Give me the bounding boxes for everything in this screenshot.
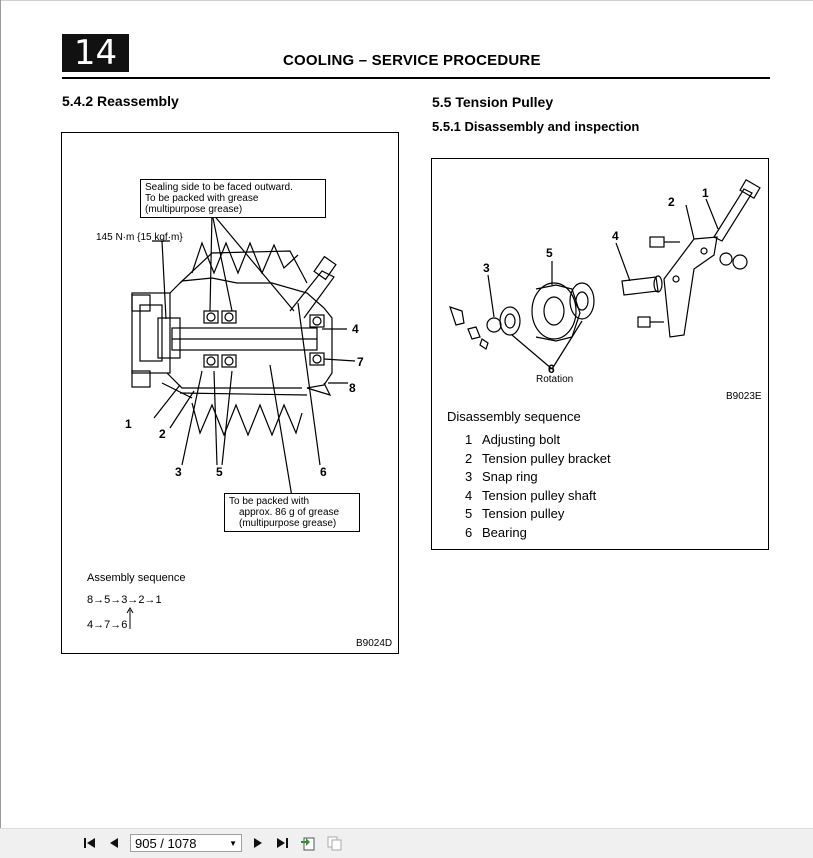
list-item: 1 Adjusting bolt <box>465 431 611 450</box>
fit-width-icon[interactable] <box>326 835 342 851</box>
part-number-7: 7 <box>357 355 364 369</box>
tension-pulley-figure: 1 2 3 4 5 6 Rotation B9023E Disassembly … <box>431 158 769 550</box>
part-number-4: 4 <box>352 322 359 336</box>
grease-callout: To be packed with approx. 86 g of grease… <box>224 493 360 532</box>
pulley-part-number-3: 3 <box>483 261 490 275</box>
item-number: 2 <box>465 450 473 466</box>
callout-line: To be packed with grease <box>145 193 259 204</box>
water-pump-drawing <box>131 212 356 498</box>
callout-line: Sealing side to be faced outward. <box>145 182 293 193</box>
sealing-callout: Sealing side to be faced outward. To be … <box>140 179 326 218</box>
sequence-arrow-up <box>126 607 134 629</box>
item-number: 1 <box>465 432 473 447</box>
item-label: Tension pulley bracket <box>482 450 611 466</box>
list-item: 5 Tension pulley <box>465 505 611 524</box>
assembly-sequence-line1: 8→5→3→2→1 <box>87 594 162 606</box>
callout-line: To be packed with <box>229 496 310 507</box>
page-number-value: 905 / 1078 <box>135 836 197 851</box>
section-heading-tension-pulley: 5.5 Tension Pulley <box>432 94 554 110</box>
item-label: Tension pulley shaft <box>482 487 597 503</box>
rotation-label: Rotation <box>536 374 574 385</box>
reassembly-figure: Sealing side to be faced outward. To be … <box>61 132 399 654</box>
chevron-down-icon: ▼ <box>229 839 237 848</box>
part-number-8: 8 <box>349 381 356 395</box>
part-number-3: 3 <box>175 465 182 479</box>
fit-page-icon[interactable] <box>300 835 316 851</box>
item-number: 6 <box>465 524 473 540</box>
item-number: 5 <box>465 506 473 521</box>
item-label: Bearing <box>482 524 527 540</box>
item-label: Snap ring <box>482 469 538 484</box>
part-number-1: 1 <box>125 417 132 431</box>
page-title: COOLING – SERVICE PROCEDURE <box>283 52 541 69</box>
assembly-sequence-line2: 4→7→6 <box>87 619 128 631</box>
prev-page-icon[interactable] <box>106 835 122 851</box>
pdf-navigation-toolbar: 905 / 1078 ▼ <box>0 828 813 858</box>
list-item: 3 Snap ring <box>465 468 611 487</box>
pulley-part-number-5: 5 <box>546 246 553 260</box>
page-number-select[interactable]: 905 / 1078 ▼ <box>130 834 242 852</box>
subsection-heading-disassembly: 5.5.1 Disassembly and inspection <box>432 119 640 134</box>
disassembly-sequence-title: Disassembly sequence <box>447 409 581 424</box>
next-page-icon[interactable] <box>250 835 266 851</box>
callout-line: approx. 86 g of grease <box>239 507 340 518</box>
part-number-5: 5 <box>216 465 223 479</box>
assembly-sequence-title: Assembly sequence <box>87 572 186 584</box>
callout-line: (multipurpose grease) <box>239 518 337 529</box>
chapter-number-box: 14 <box>62 34 129 72</box>
last-page-icon[interactable] <box>274 835 290 851</box>
item-number: 3 <box>465 469 473 484</box>
pulley-part-number-6: 6 <box>548 362 555 376</box>
section-heading-reassembly: 5.4.2 Reassembly <box>62 93 179 109</box>
list-item: 4 Tension pulley shaft <box>465 487 611 506</box>
figure-code: B9023E <box>726 391 762 402</box>
viewer-left-border <box>0 0 1 828</box>
pulley-part-number-1: 1 <box>702 186 709 200</box>
list-item: 2 Tension pulley bracket <box>465 450 611 469</box>
viewer-top-border <box>0 0 813 1</box>
part-number-2: 2 <box>159 427 166 441</box>
pulley-part-number-4: 4 <box>612 229 619 243</box>
figure-code: B9024D <box>356 638 393 649</box>
item-label: Tension pulley <box>482 506 565 521</box>
part-number-6: 6 <box>320 465 327 479</box>
header-rule <box>62 77 770 79</box>
first-page-icon[interactable] <box>82 835 98 851</box>
tension-pulley-drawing <box>449 178 761 370</box>
pulley-part-number-2: 2 <box>668 195 675 209</box>
torque-label: 145 N·m {15 kgf·m} <box>96 232 183 243</box>
item-label: Adjusting bolt <box>482 432 561 447</box>
list-item: 6 Bearing <box>465 524 611 543</box>
item-number: 4 <box>465 487 473 503</box>
callout-line: (multipurpose grease) <box>145 204 243 215</box>
